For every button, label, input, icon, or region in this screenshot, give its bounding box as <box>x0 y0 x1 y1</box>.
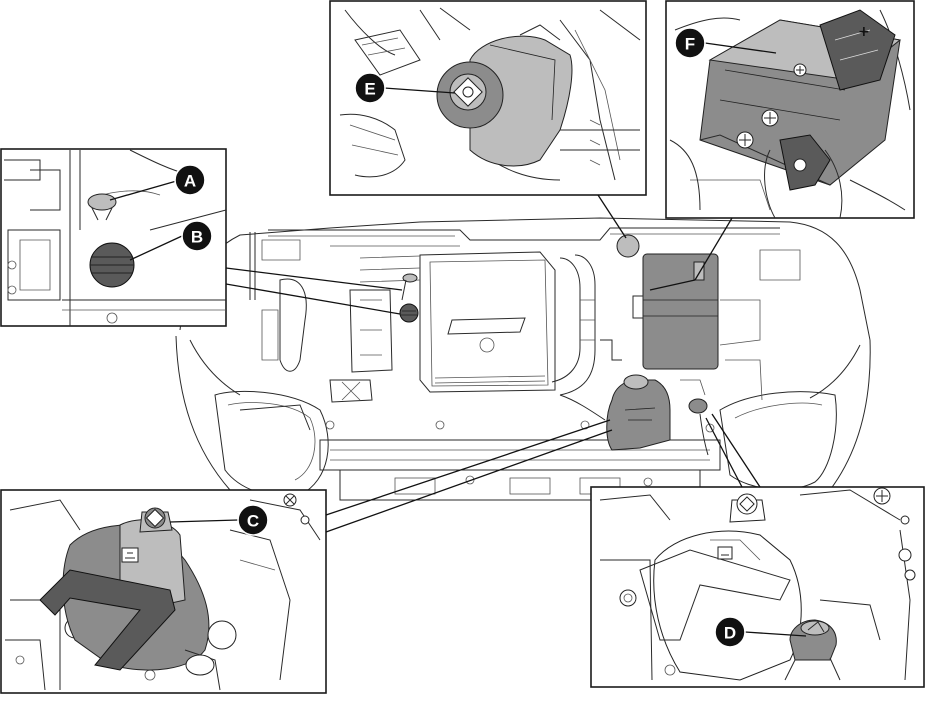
callout-d: D <box>714 616 746 648</box>
detail-panel-brake-fluid <box>329 0 647 196</box>
engine-bay-overview <box>175 217 871 501</box>
callout-e-label: E <box>364 80 375 99</box>
callout-f-label: F <box>685 35 695 54</box>
detail-panel-washer-fluid <box>590 486 925 688</box>
callout-c: C <box>237 504 269 536</box>
detail-panel-coolant <box>0 489 327 694</box>
callout-e: E <box>354 72 386 104</box>
callout-c-label: C <box>247 512 259 531</box>
leader-lines <box>109 42 807 637</box>
callout-d-label: D <box>724 624 736 643</box>
callout-a: A <box>174 164 206 196</box>
callout-b-label: B <box>191 228 203 247</box>
callout-b: B <box>181 220 213 252</box>
callout-f: F <box>674 27 706 59</box>
battery-positive-label: + <box>858 24 870 40</box>
callout-a-label: A <box>184 172 196 191</box>
detail-panel-battery: + <box>665 0 915 219</box>
